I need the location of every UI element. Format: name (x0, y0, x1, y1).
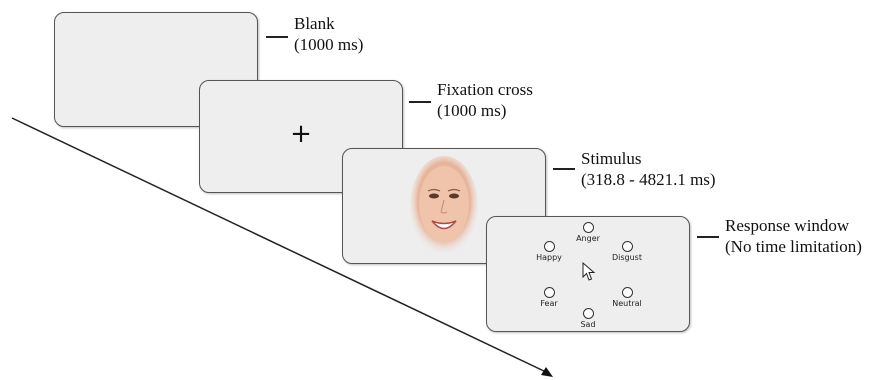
blank-caption: Blank (1000 ms) (294, 13, 363, 55)
anger-radio[interactable] (582, 222, 594, 233)
sad-label: Sad (580, 320, 596, 329)
response-title: Response window (725, 216, 850, 235)
happy-radio[interactable] (543, 241, 555, 252)
option-happy[interactable]: Happy (529, 241, 569, 262)
option-fear[interactable]: Fear (529, 287, 569, 308)
fear-label: Fear (540, 299, 558, 308)
option-sad[interactable]: Sad (568, 308, 608, 329)
disgust-radio[interactable] (621, 241, 633, 252)
response-connector (697, 236, 719, 238)
disgust-label: Disgust (611, 253, 642, 262)
stimulus-screen (342, 148, 546, 264)
happy-label: Happy (536, 253, 562, 262)
fixation-caption: Fixation cross (1000 ms) (437, 79, 533, 121)
blank-title: Blank (294, 14, 335, 33)
face-stimulus-image (410, 156, 478, 256)
response-caption: Response window (No time limitation) (725, 215, 862, 257)
fixation-duration: (1000 ms) (437, 101, 507, 120)
anger-label: Anger (576, 234, 600, 243)
mouse-cursor-icon (582, 262, 596, 281)
blank-connector (266, 36, 288, 38)
neutral-radio[interactable] (621, 287, 633, 298)
fixation-cross: + (290, 119, 312, 149)
response-screen: Anger Happy Disgust Fear Neutral Sad (486, 216, 690, 332)
stimulus-caption: Stimulus (318.8 - 4821.1 ms) (581, 148, 716, 190)
stimulus-title: Stimulus (581, 149, 642, 168)
blank-duration: (1000 ms) (294, 35, 364, 54)
stimulus-duration: (318.8 - 4821.1 ms) (581, 170, 716, 189)
stimulus-connector (553, 168, 575, 170)
option-neutral[interactable]: Neutral (607, 287, 647, 308)
fixation-title: Fixation cross (437, 80, 533, 99)
fixation-connector (409, 101, 431, 103)
response-duration: (No time limitation) (725, 237, 862, 256)
sad-radio[interactable] (582, 308, 594, 319)
fear-radio[interactable] (543, 287, 555, 298)
option-anger[interactable]: Anger (568, 222, 608, 243)
neutral-label: Neutral (612, 299, 642, 308)
time-arrow-icon (541, 367, 553, 377)
option-disgust[interactable]: Disgust (607, 241, 647, 262)
